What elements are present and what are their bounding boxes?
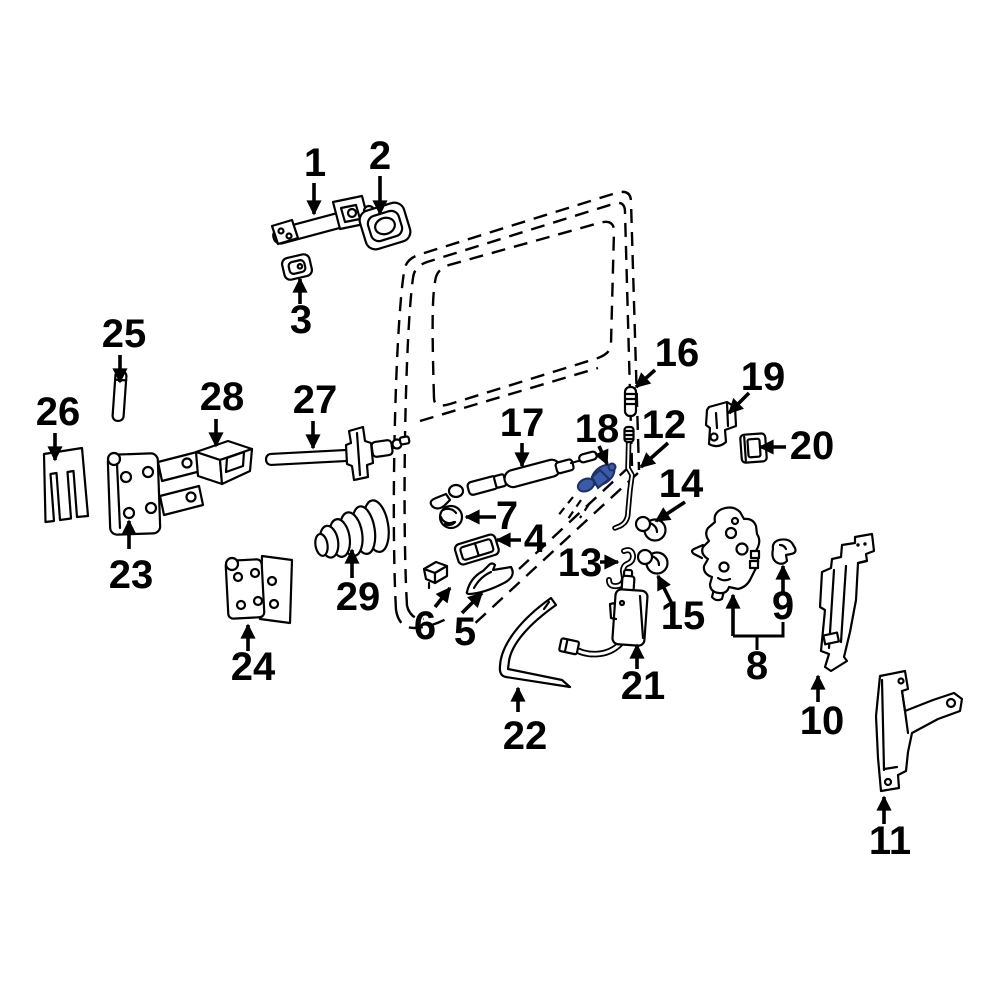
rod-clip[interactable] xyxy=(606,547,636,590)
callout-18-arrow xyxy=(594,445,609,466)
callout-15-arrow xyxy=(656,574,675,607)
callout-27[interactable]: 27 xyxy=(293,378,338,450)
callout-13[interactable]: 13 xyxy=(558,541,620,585)
callout-26[interactable]: 26 xyxy=(36,390,81,462)
callout-25[interactable]: 25 xyxy=(102,312,147,384)
check-guide-block[interactable] xyxy=(194,439,254,486)
guide-plate[interactable] xyxy=(453,533,500,566)
callout-11-label[interactable]: 11 xyxy=(869,819,911,863)
callout-14-label[interactable]: 14 xyxy=(659,462,704,506)
lock-knob[interactable] xyxy=(623,385,638,418)
callout-24[interactable]: 24 xyxy=(231,623,276,689)
callout-29[interactable]: 29 xyxy=(336,548,381,619)
callout-5[interactable]: 5 xyxy=(454,591,484,654)
callout-9[interactable]: 9 xyxy=(772,564,794,628)
callout-23-label[interactable]: 23 xyxy=(109,553,154,597)
callout-23[interactable]: 23 xyxy=(109,519,154,597)
callout-3-label[interactable]: 3 xyxy=(290,298,312,342)
callout-7-label[interactable]: 7 xyxy=(496,494,518,538)
guide-cover[interactable] xyxy=(465,562,514,596)
callout-28[interactable]: 28 xyxy=(200,375,245,448)
callout-12[interactable]: 12 xyxy=(639,403,687,469)
callout-24-label[interactable]: 24 xyxy=(231,645,276,689)
cable-lever-highlighted[interactable] xyxy=(576,461,618,494)
lock-actuator[interactable] xyxy=(558,568,649,658)
callout-19[interactable]: 19 xyxy=(727,355,786,415)
callout-12-label[interactable]: 12 xyxy=(642,403,687,447)
callout-18-label[interactable]: 18 xyxy=(575,407,620,451)
door-outline xyxy=(392,190,641,630)
callout-1-label[interactable]: 1 xyxy=(304,141,326,185)
shim-plate[interactable] xyxy=(42,446,90,524)
release-cable[interactable] xyxy=(429,450,598,510)
callout-6[interactable]: 6 xyxy=(414,586,452,648)
callout-4[interactable]: 4 xyxy=(495,517,547,561)
guide-clip[interactable] xyxy=(422,560,449,590)
callout-26-label[interactable]: 26 xyxy=(36,390,81,434)
callout-25-label[interactable]: 25 xyxy=(102,312,147,356)
callout-20[interactable]: 20 xyxy=(758,424,835,468)
callout-8[interactable]: 8 xyxy=(725,593,785,688)
callout-29-label[interactable]: 29 xyxy=(336,575,381,619)
rod-grommet-lower[interactable] xyxy=(636,548,669,575)
door-check-strap[interactable] xyxy=(264,425,411,482)
callout-4-label[interactable]: 4 xyxy=(524,517,547,561)
callout-11[interactable]: 11 xyxy=(869,795,911,863)
callout-22[interactable]: 22 xyxy=(503,686,548,758)
callout-8-label[interactable]: 8 xyxy=(746,644,768,688)
callout-21-label[interactable]: 21 xyxy=(621,664,666,708)
outside-handle[interactable] xyxy=(270,194,376,246)
callout-6-label[interactable]: 6 xyxy=(414,604,436,648)
callout-21[interactable]: 21 xyxy=(621,643,666,708)
lock-rod[interactable] xyxy=(612,425,635,531)
callout-8-bracket xyxy=(733,622,785,638)
callout-19-arrow xyxy=(727,391,751,415)
callout-19-label[interactable]: 19 xyxy=(741,355,786,399)
door-lock-assembly[interactable] xyxy=(690,506,761,602)
grommet-coil[interactable] xyxy=(438,504,464,530)
callout-5-arrow xyxy=(460,591,484,615)
callout-27-label[interactable]: 27 xyxy=(293,378,338,422)
rod-grommet-upper[interactable] xyxy=(634,515,667,542)
callout-22-label[interactable]: 22 xyxy=(503,714,548,758)
callout-12-arrow xyxy=(639,441,670,469)
callout-16-arrow xyxy=(634,368,657,389)
callout-15[interactable]: 15 xyxy=(656,574,706,638)
hinge-lower[interactable] xyxy=(224,554,294,625)
callout-2[interactable]: 2 xyxy=(369,134,391,216)
edge-trim[interactable] xyxy=(498,596,572,689)
callout-9-label[interactable]: 9 xyxy=(772,584,794,628)
hinge-upper[interactable] xyxy=(106,450,205,536)
corner-bracket[interactable] xyxy=(874,669,964,793)
door-window-outline xyxy=(431,220,616,407)
callout-5-label[interactable]: 5 xyxy=(454,610,476,654)
callout-14-arrow xyxy=(654,500,686,523)
callout-6-arrow xyxy=(433,586,452,609)
callout-18[interactable]: 18 xyxy=(575,407,620,466)
handle-gasket-small[interactable] xyxy=(280,253,314,281)
callout-16[interactable]: 16 xyxy=(634,331,700,389)
bellows-bumper[interactable] xyxy=(310,499,392,562)
lock-clip[interactable] xyxy=(771,538,797,565)
callout-15-label[interactable]: 15 xyxy=(661,594,706,638)
callout-3[interactable]: 3 xyxy=(290,277,312,342)
callout-7[interactable]: 7 xyxy=(464,494,518,538)
pillar-bracket[interactable] xyxy=(818,532,876,673)
callout-17[interactable]: 17 xyxy=(500,401,545,468)
callout-20-label[interactable]: 20 xyxy=(790,424,835,468)
callout-28-label[interactable]: 28 xyxy=(200,375,245,419)
callout-10-label[interactable]: 10 xyxy=(800,699,845,743)
callout-14[interactable]: 14 xyxy=(654,462,704,523)
callout-1[interactable]: 1 xyxy=(304,141,326,216)
callout-2-label[interactable]: 2 xyxy=(369,134,391,178)
callout-17-label[interactable]: 17 xyxy=(500,401,545,445)
callout-10[interactable]: 10 xyxy=(800,674,845,743)
callout-13-label[interactable]: 13 xyxy=(558,541,603,585)
callout-16-label[interactable]: 16 xyxy=(655,331,700,375)
